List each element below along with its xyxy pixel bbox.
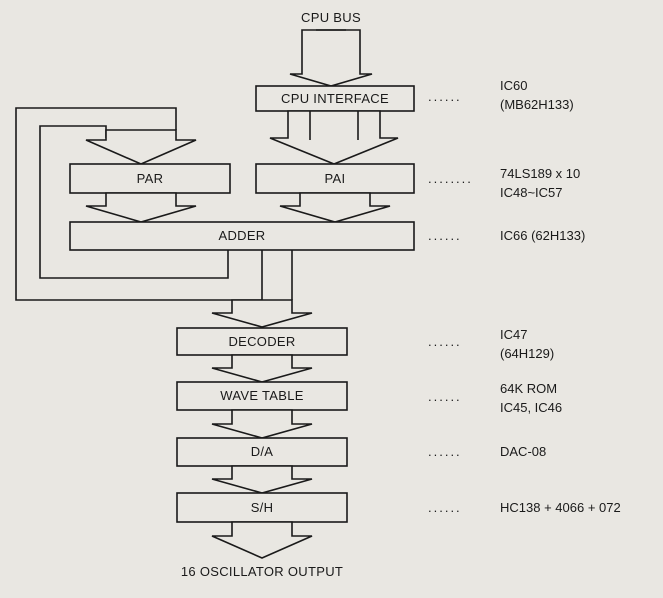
wave-table-dots: ...... [428, 389, 462, 404]
wave-table-label: WAVE TABLE [220, 388, 303, 403]
decoder-dots: ...... [428, 334, 462, 349]
wave-table-part: IC45, IC46 [500, 400, 562, 415]
adder-block [69, 221, 415, 251]
da-label: D/A [251, 444, 274, 459]
par-pai-part: IC48~IC57 [500, 185, 563, 200]
sh-block [176, 492, 348, 523]
pai-to-adder-arrow [279, 192, 391, 223]
adder-label: ADDER [218, 228, 265, 243]
cpu-interface-part: (MB62H133) [500, 97, 574, 112]
cpu-interface-label: CPU INTERFACE [281, 91, 389, 106]
feedback-arrow-into-par [85, 129, 197, 165]
decoder-block [176, 327, 348, 356]
par-pai-dots: ........ [428, 171, 473, 186]
decoder-label: DECODER [228, 334, 295, 349]
adder-dots: ...... [428, 228, 462, 243]
wave-to-da-arrow [211, 409, 313, 439]
par-to-adder-arrow [85, 192, 197, 223]
cpu-interface-block [255, 85, 415, 112]
par-label: PAR [137, 171, 164, 186]
feedback-outer-loop [15, 107, 263, 301]
feedback-inner-loop [39, 125, 229, 279]
cpu-bus-label: CPU BUS [301, 10, 361, 25]
sh-ic: HC138 + 4066 + 072 [500, 500, 621, 515]
decoder-part: (64H129) [500, 346, 554, 361]
cpu-interface-ic: IC60 [500, 78, 527, 93]
wave-table-ic: 64K ROM [500, 381, 557, 396]
adder-ic: IC66 (62H133) [500, 228, 585, 243]
da-to-sh-arrow [211, 465, 313, 494]
sh-dots: ...... [428, 500, 462, 515]
par-block [69, 163, 231, 194]
cpu-to-pai-arrow [269, 110, 399, 165]
par-pai-ic: 74LS189 x 10 [500, 166, 580, 181]
pai-label: PAI [325, 171, 346, 186]
decoder-ic: IC47 [500, 327, 527, 342]
sh-label: S/H [251, 500, 274, 515]
output-label: 16 OSCILLATOR OUTPUT [181, 564, 343, 579]
cpu-bus-arrow [289, 29, 373, 87]
da-dots: ...... [428, 444, 462, 459]
decoder-to-wave-arrow [211, 354, 313, 383]
wave-table-block [176, 381, 348, 411]
da-block [176, 437, 348, 467]
adder-to-decoder-arrow [211, 299, 313, 328]
da-ic: DAC-08 [500, 444, 546, 459]
cpu-interface-dots: ...... [428, 89, 462, 104]
sh-to-output-arrow [211, 521, 313, 559]
